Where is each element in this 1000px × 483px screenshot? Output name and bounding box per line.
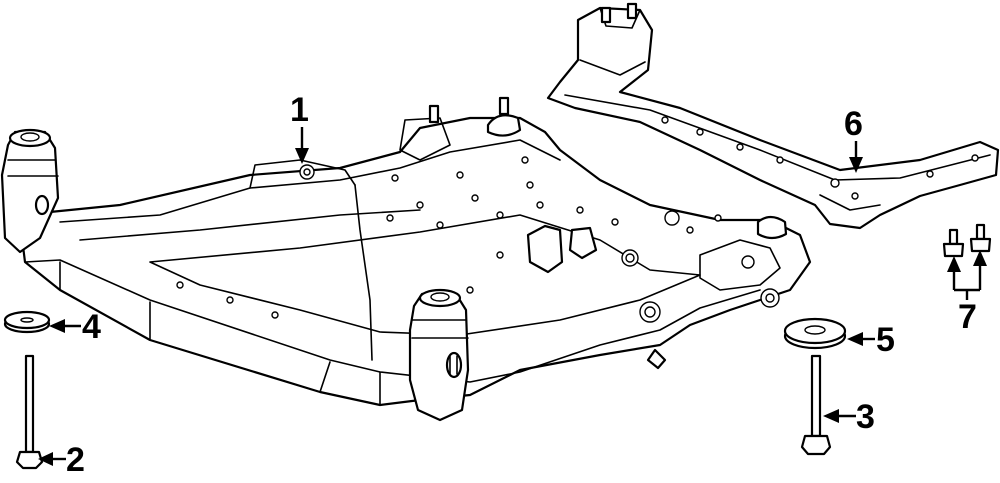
front-crossmember-subframe — [20, 96, 812, 407]
part-3-bolt — [800, 354, 832, 456]
callout-1: 1 — [290, 91, 309, 164]
callout-4-number: 4 — [82, 308, 101, 346]
callout-3: 3 — [823, 398, 875, 436]
callout-1-number: 1 — [290, 91, 309, 129]
left-mount-tower — [0, 128, 60, 254]
front-mount-tower — [408, 288, 470, 422]
part-2-bolt — [15, 354, 44, 470]
part-7-studs — [942, 223, 992, 258]
part-6-brace — [546, 2, 1000, 230]
callout-2-number: 2 — [66, 441, 85, 479]
part-4-washer — [3, 310, 51, 334]
part-5-washer — [783, 317, 847, 350]
callout-7-number: 7 — [958, 298, 977, 336]
callout-5: 5 — [847, 321, 895, 359]
callout-6-number: 6 — [844, 105, 863, 143]
callout-6: 6 — [844, 105, 863, 173]
callout-5-number: 5 — [876, 321, 895, 359]
callout-4: 4 — [49, 308, 101, 346]
callout-2: 2 — [38, 441, 85, 479]
callout-7: 7 — [947, 250, 987, 336]
callout-3-number: 3 — [856, 398, 875, 436]
